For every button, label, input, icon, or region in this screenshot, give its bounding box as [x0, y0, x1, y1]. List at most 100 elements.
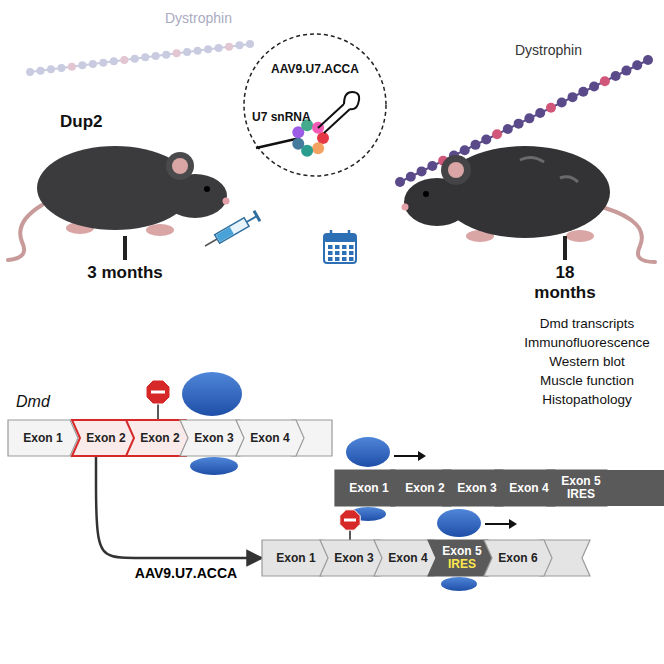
calendar-cell [328, 245, 333, 249]
exon-label: Exon 2 [405, 482, 444, 495]
chain-bead [47, 65, 55, 73]
chain-bead [514, 119, 524, 129]
chain-bead [26, 68, 34, 76]
chain-bead [194, 47, 202, 55]
syringe [202, 211, 260, 251]
chain-bead [417, 166, 427, 176]
exon-box: Exon 4 [236, 420, 304, 456]
exon-label: Exon 5 [442, 545, 481, 558]
exon-box: Exon 6 [484, 540, 552, 576]
chain-bead [406, 172, 416, 182]
calendar-cell [342, 245, 347, 249]
chain-bead [643, 55, 653, 65]
calendar-cell [349, 245, 354, 249]
chain-bead [460, 145, 470, 155]
stop-sign [340, 510, 360, 530]
gene-label: Dmd [16, 392, 66, 411]
calendar-cell [349, 257, 354, 261]
chain-bead [524, 113, 534, 123]
chain-bead [141, 53, 149, 61]
chain-bead [89, 60, 97, 68]
u7-zoom [244, 34, 386, 176]
chain-bead [120, 56, 128, 64]
exon-label: Exon 2 [86, 432, 125, 445]
chain-bead [632, 60, 642, 70]
chain-bead [68, 63, 76, 71]
calendar-cell [328, 251, 333, 255]
dystrophin-chain [26, 40, 254, 76]
calendar-cell [349, 251, 354, 255]
calendar-cell [335, 245, 340, 249]
exon-label: Exon 6 [498, 552, 537, 565]
protein-label: Dystrophin [165, 10, 255, 27]
calendar-cell [335, 251, 340, 255]
exon-outline [8, 420, 78, 456]
exon-label: Exon 3 [334, 552, 373, 565]
exon-label: Exon 5 [561, 475, 600, 488]
edge-label: AAV9.U7.ACCA [133, 565, 239, 581]
calendar-cell [335, 257, 340, 261]
chain-bead [110, 57, 118, 65]
chain-bead [503, 124, 513, 134]
chain-bead [600, 76, 610, 86]
exon-outline [484, 540, 552, 576]
protein-label: Dystrophin [515, 42, 605, 59]
stop-sign [146, 380, 170, 404]
analysis-item: Western blot [514, 354, 660, 370]
analysis-item: Dmd transcripts [514, 316, 660, 332]
exon-outline [262, 540, 330, 576]
calendar-cell [342, 257, 347, 261]
exon-label: Exon 4 [388, 552, 427, 565]
chain-bead [36, 67, 44, 75]
chain-line [30, 44, 250, 72]
exon-label: Exon 3 [194, 432, 233, 445]
chain-bead [57, 64, 65, 72]
exon-label: Exon 3 [457, 482, 496, 495]
chain-bead [99, 59, 107, 67]
chain-bead [492, 129, 502, 139]
sm-protein [292, 138, 304, 150]
exon-label: Exon 1 [276, 552, 315, 565]
exon-box: Exon 5IRES [547, 470, 615, 506]
exon-label: Exon 4 [250, 432, 289, 445]
timeline [95, 230, 575, 266]
chain-bead [427, 161, 437, 171]
mouse-right [402, 146, 656, 262]
exon-outline [547, 470, 615, 506]
stop-signs [146, 380, 360, 540]
chain-bead [183, 48, 191, 56]
chain-bead [225, 43, 233, 51]
chain-bead [621, 66, 631, 76]
ires-label: IRES [448, 558, 476, 571]
ires-label: IRES [567, 488, 595, 501]
chain-bead [162, 51, 170, 59]
chain-bead [204, 45, 212, 53]
exon-outline [236, 420, 304, 456]
analysis-item: Histopathology [514, 392, 660, 408]
exon-box: Exon 1 [262, 540, 330, 576]
chain-bead [78, 61, 86, 69]
time-label: 18 months [525, 263, 605, 304]
chain-bead [568, 92, 578, 102]
translation-arrows [394, 451, 517, 529]
chain-bead [578, 87, 588, 97]
calendar-cell [342, 251, 347, 255]
exon-label: Exon 1 [23, 432, 62, 445]
treatment-arrow [96, 456, 262, 558]
model-label: Dup2 [60, 112, 120, 132]
chain-bead [481, 135, 491, 145]
time-label: 3 months [85, 263, 165, 283]
chain-bead [215, 44, 223, 52]
vector-label: AAV9.U7.ACCA [255, 62, 375, 76]
calendar-cell [328, 257, 333, 261]
chain-bead [395, 177, 405, 187]
chain-bead [246, 40, 254, 48]
chain-bead [131, 55, 139, 63]
chain-bead [173, 49, 181, 57]
rna-label: U7 snRNA [252, 110, 322, 124]
chain-bead [535, 108, 545, 118]
chain-bead [589, 82, 599, 92]
exon-box: Exon 1 [8, 420, 78, 456]
sm-protein [312, 142, 324, 154]
analysis-item: Muscle function [514, 373, 660, 389]
